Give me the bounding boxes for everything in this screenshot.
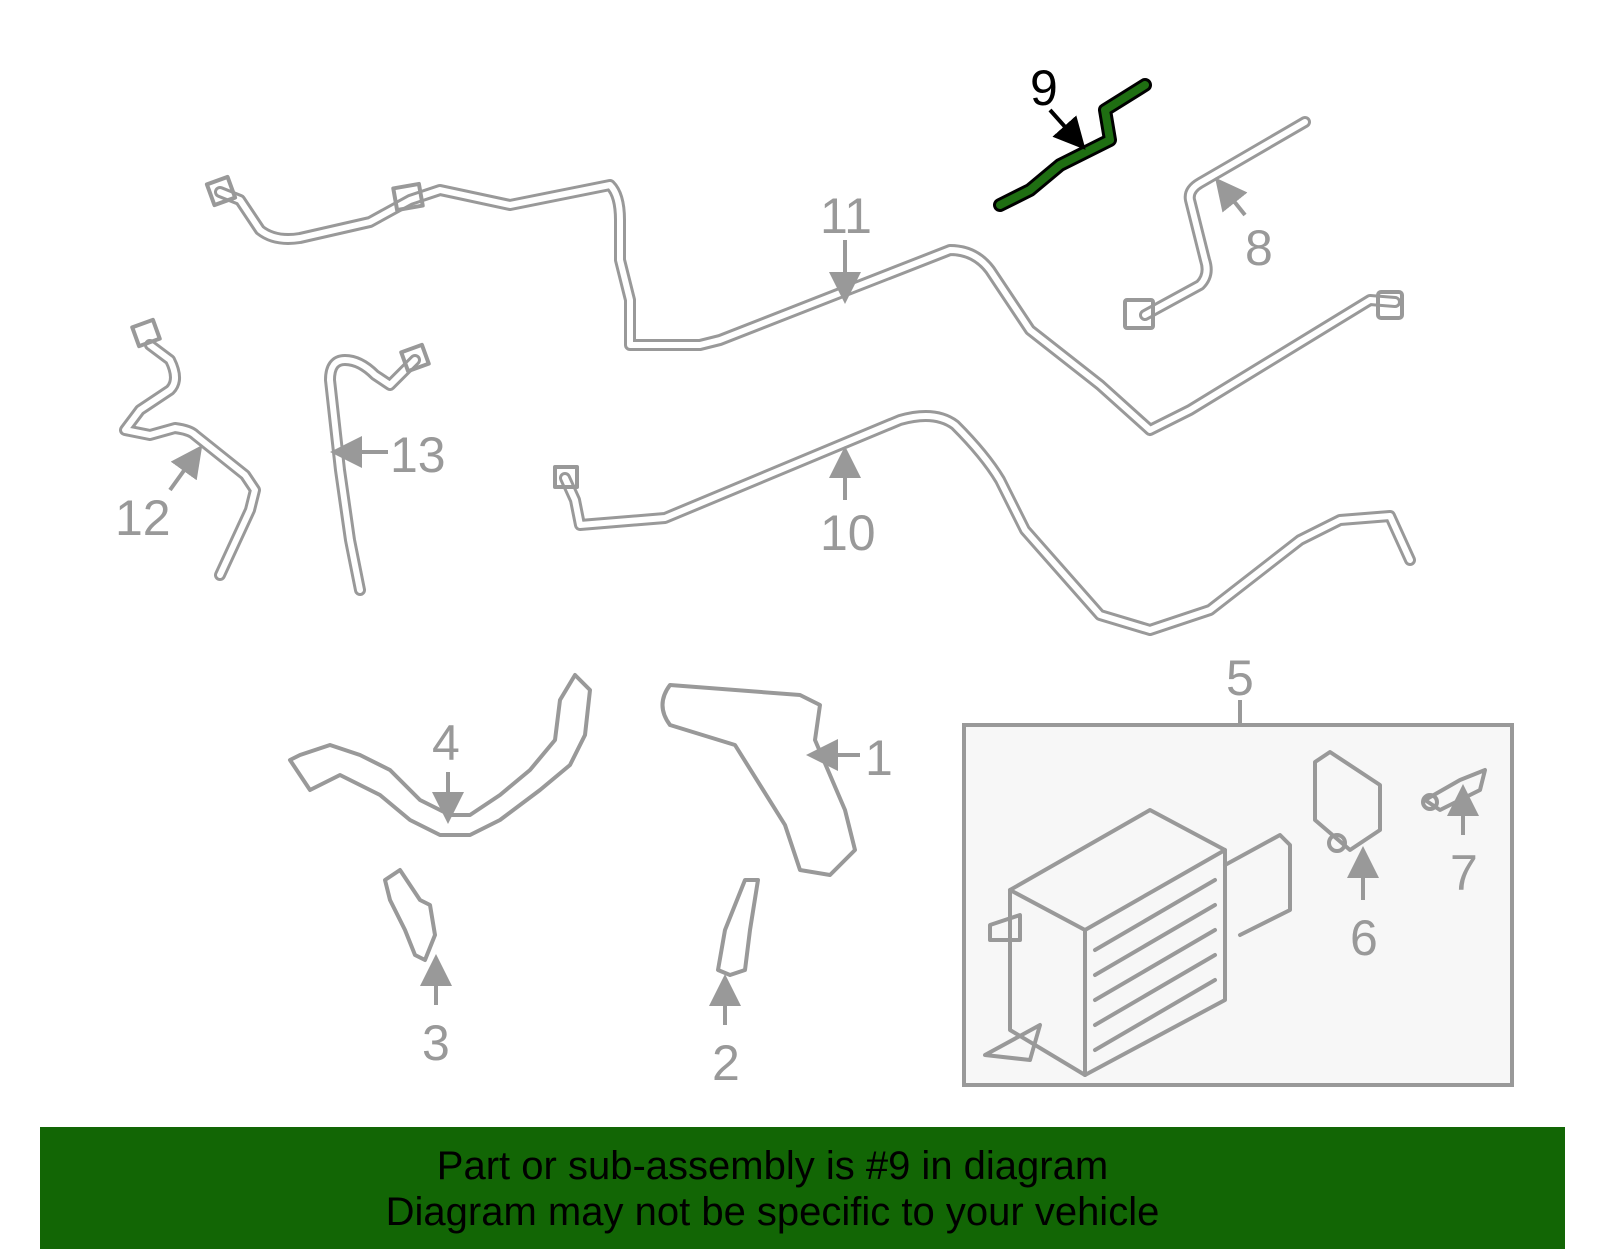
part-1-hose[interactable] xyxy=(660,683,857,877)
callout-10[interactable]: 10 xyxy=(820,505,876,561)
callout-1[interactable]: 1 xyxy=(865,730,893,786)
callout-3[interactable]: 3 xyxy=(422,1015,450,1071)
part-5-canister[interactable] xyxy=(983,808,1292,1077)
callout-5[interactable]: 5 xyxy=(1226,650,1254,706)
part-2-connector[interactable] xyxy=(716,878,760,977)
part-6-valve[interactable] xyxy=(1313,750,1382,853)
part-10-line[interactable] xyxy=(553,410,1416,636)
banner-line-1: Part or sub-assembly is #9 in diagram xyxy=(436,1144,1109,1188)
callout-8[interactable]: 8 xyxy=(1245,220,1273,276)
callout-4[interactable]: 4 xyxy=(432,715,460,771)
callout-9[interactable]: 9 xyxy=(1030,60,1058,116)
part-11-line[interactable] xyxy=(204,174,1404,436)
callout-8-arrow xyxy=(1215,177,1248,217)
part-7-sensor[interactable] xyxy=(1421,768,1487,812)
info-banner: Part or sub-assembly is #9 in diagram Di… xyxy=(40,1127,1565,1249)
part-8-line[interactable] xyxy=(1123,116,1311,330)
part-9-highlighted[interactable] xyxy=(993,78,1152,212)
callout-2[interactable]: 2 xyxy=(712,1035,740,1091)
part-3-fitting[interactable] xyxy=(383,868,437,962)
callout-9-arrow xyxy=(1048,108,1086,150)
callout-7[interactable]: 7 xyxy=(1450,845,1478,901)
part-5-assembly-box[interactable] xyxy=(962,723,1514,1087)
callout-12-arrow xyxy=(168,445,203,492)
part-12-sensor[interactable] xyxy=(119,317,261,581)
banner-line-2: Diagram may not be specific to your vehi… xyxy=(385,1190,1160,1234)
callout-6[interactable]: 6 xyxy=(1350,910,1378,966)
callout-13[interactable]: 13 xyxy=(390,427,446,483)
callout-12[interactable]: 12 xyxy=(115,490,171,546)
part-4-hose[interactable] xyxy=(288,673,592,837)
callout-11[interactable]: 11 xyxy=(820,188,872,244)
part-13-sensor[interactable] xyxy=(324,342,431,596)
